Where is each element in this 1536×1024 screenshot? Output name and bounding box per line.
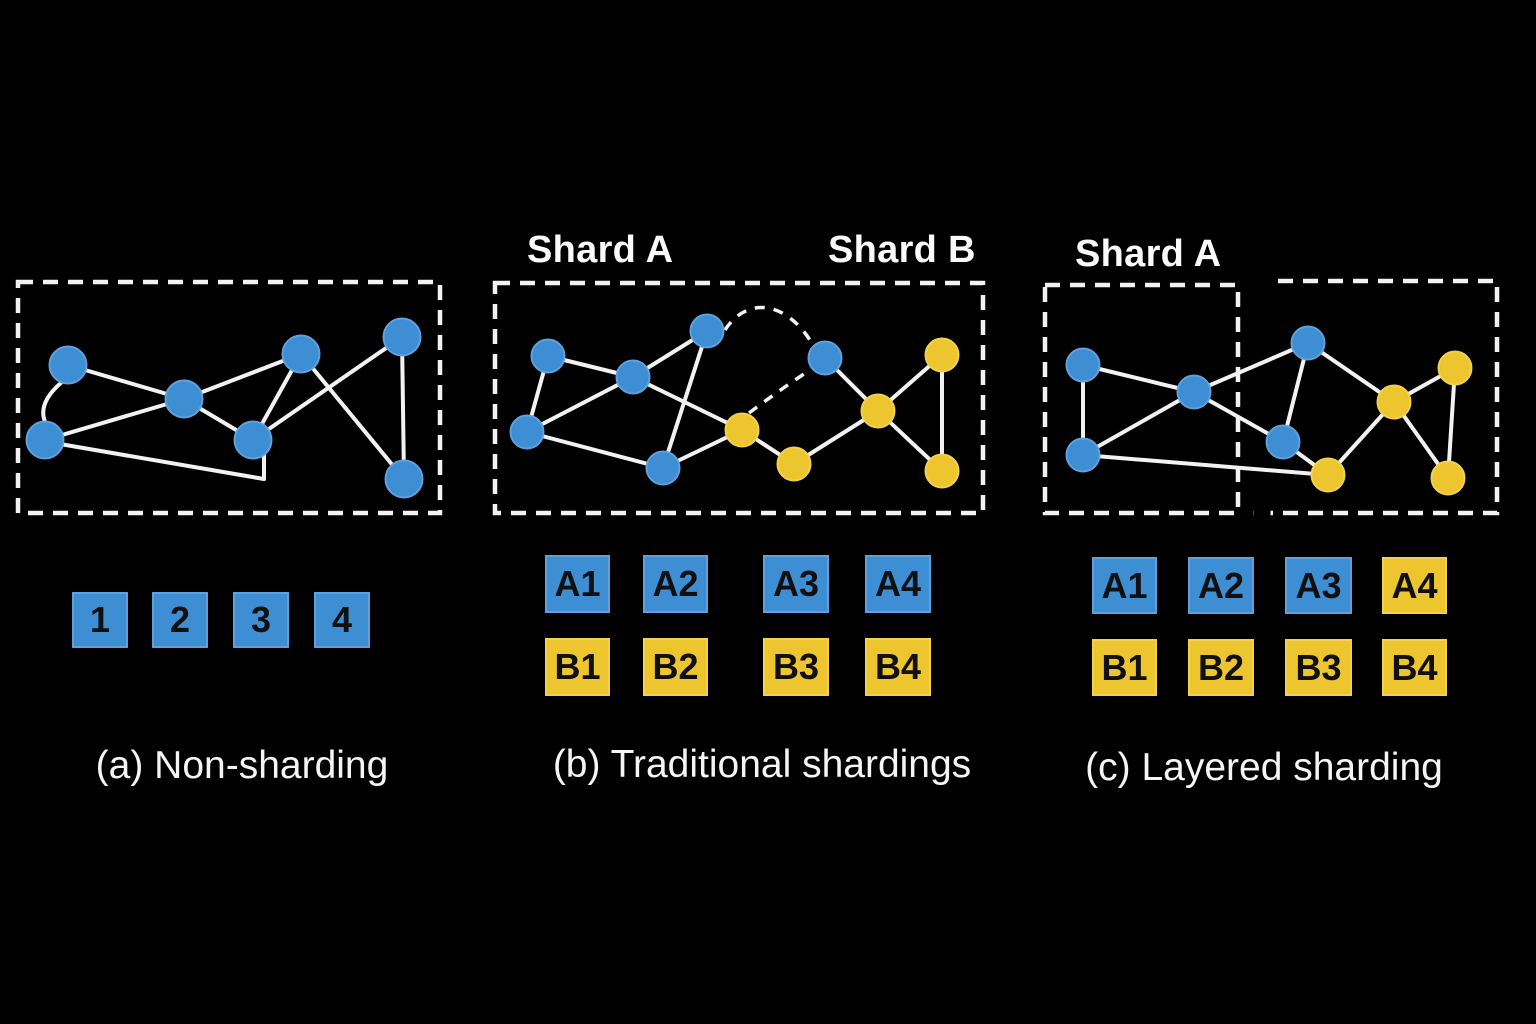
graph-node-blue	[25, 420, 65, 460]
graph-node-blue	[1265, 424, 1301, 460]
block-a4: A4	[865, 555, 931, 613]
graph-node-blue	[1065, 347, 1101, 383]
block-b4: B4	[1382, 639, 1447, 696]
graph-node-yellow	[1376, 384, 1412, 420]
graph-node-blue	[233, 420, 273, 460]
graph-node-blue	[164, 379, 204, 419]
graph-node-blue	[689, 313, 725, 349]
shard-label-b-a: Shard A	[527, 229, 674, 271]
graph-node-blue	[807, 340, 843, 376]
graph-node-blue	[48, 345, 88, 385]
graph-node-yellow	[924, 337, 960, 373]
graph-node-blue	[509, 414, 545, 450]
block-a2: A2	[643, 555, 708, 613]
graph-node-yellow	[724, 412, 760, 448]
graph-edge	[251, 335, 404, 442]
graph-node-blue	[382, 317, 422, 357]
block-2: 2	[152, 592, 208, 648]
shard-boundary-box	[492, 280, 986, 516]
graph-edge	[182, 352, 303, 401]
graph-node-yellow	[776, 446, 812, 482]
block-a2: A2	[1188, 557, 1254, 614]
block-a3: A3	[763, 555, 829, 613]
block-b3: B3	[763, 638, 829, 696]
graph-node-yellow	[1437, 350, 1473, 386]
panel-caption-a: (a) Non-sharding	[95, 744, 389, 787]
block-b4: B4	[865, 638, 931, 696]
shard-boundary-box	[15, 279, 443, 516]
graph-edge	[1081, 363, 1196, 394]
graph-edge	[1081, 390, 1196, 457]
block-a1: A1	[545, 555, 610, 613]
block-b1: B1	[545, 638, 610, 696]
block-a1: A1	[1092, 557, 1157, 614]
graph-edge	[59, 442, 266, 481]
panel-caption-b: (b) Traditional shardings	[552, 743, 972, 786]
graph-edge	[43, 397, 186, 442]
graph-node-blue	[615, 359, 651, 395]
block-3: 3	[233, 592, 289, 648]
graph-node-blue	[1290, 325, 1326, 361]
cross-shard-dashed-edge	[723, 305, 815, 346]
graph-edge	[661, 329, 709, 470]
graph-node-yellow	[1310, 457, 1346, 493]
graph-node-blue	[530, 338, 566, 374]
block-4: 4	[314, 592, 370, 648]
block-b2: B2	[1188, 639, 1254, 696]
block-a3: A3	[1285, 557, 1352, 614]
graph-node-blue	[384, 459, 424, 499]
graph-edge	[1446, 366, 1457, 480]
graph-node-blue	[1176, 374, 1212, 410]
shard-label-b-b: Shard B	[828, 229, 976, 271]
block-a4: A4	[1382, 557, 1447, 614]
graph-edge	[525, 375, 635, 434]
graph-edge	[631, 375, 744, 432]
block-b3: B3	[1285, 639, 1352, 696]
graph-edge	[66, 363, 186, 401]
shard-boundary-box	[1042, 282, 1241, 516]
graph-edge	[400, 335, 406, 481]
graph-edge	[299, 352, 406, 481]
cross-shard-dashed-edge	[747, 368, 811, 415]
graph-edge	[41, 380, 64, 425]
graph-node-blue	[1065, 437, 1101, 473]
graph-edge	[1192, 341, 1310, 394]
graph-node-yellow	[1430, 460, 1466, 496]
graph-node-yellow	[924, 453, 960, 489]
graph-node-blue	[645, 450, 681, 486]
shard-boundary-box	[1253, 278, 1500, 516]
block-b1: B1	[1092, 639, 1157, 696]
panel-caption-c: (c) Layered sharding	[1085, 746, 1443, 789]
shard-label-c-a: Shard A	[1075, 233, 1222, 275]
block-1: 1	[72, 592, 128, 648]
graph-node-blue	[281, 334, 321, 374]
graph-edge	[525, 430, 665, 470]
graph-edge	[1081, 453, 1330, 477]
graph-node-yellow	[860, 393, 896, 429]
block-b2: B2	[643, 638, 708, 696]
